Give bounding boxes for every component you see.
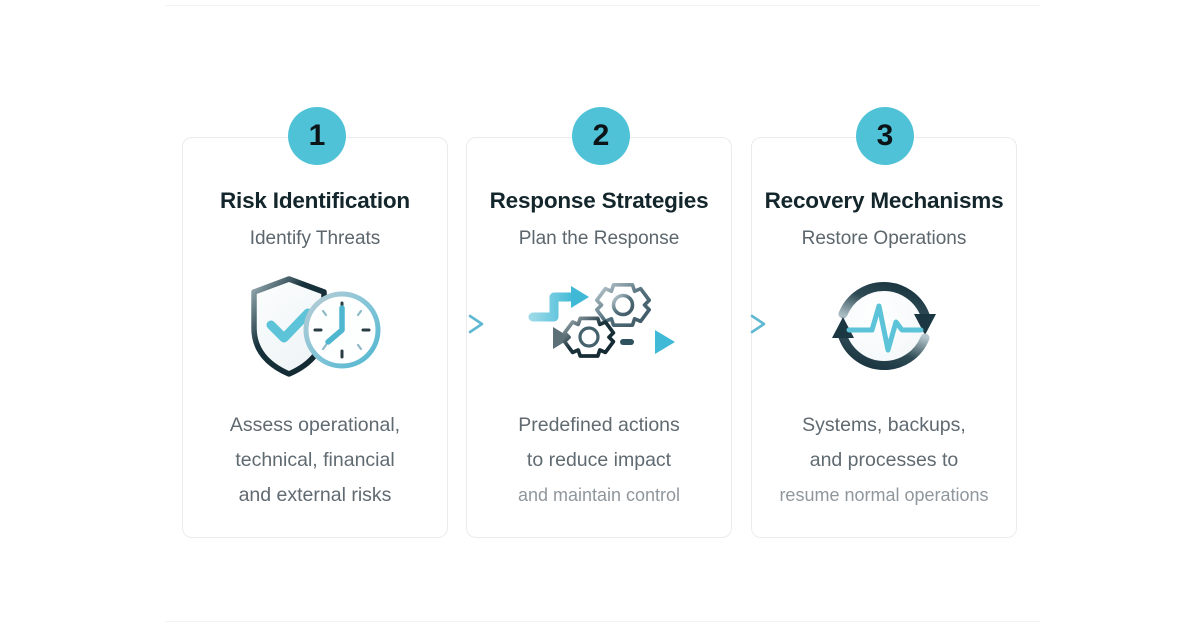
- refresh-pulse-icon: [809, 270, 959, 382]
- step-card-recovery-mechanisms[interactable]: Recovery Mechanisms Restore Operations: [751, 137, 1017, 538]
- step-number-badge-1: 1: [288, 107, 346, 165]
- description-line: Assess operational,: [229, 413, 401, 436]
- description-line: and external risks: [238, 483, 392, 506]
- arrow-right-icon: [722, 310, 768, 338]
- arrow-right-icon: [440, 310, 486, 338]
- step-card-risk-identification[interactable]: Risk Identification Identify Threats: [182, 137, 448, 538]
- description-line: Systems, backups,: [802, 413, 966, 436]
- step-number-badge-3: 3: [856, 107, 914, 165]
- step-description: Assess operational, technical, financial…: [183, 408, 447, 513]
- step-subtitle: Identify Threats: [249, 227, 381, 249]
- bottom-divider: [165, 621, 1040, 622]
- description-line: technical, financial: [235, 448, 395, 471]
- step-title: Risk Identification: [220, 188, 410, 213]
- step-description: Systems, backups, and processes to resum…: [752, 408, 1016, 513]
- step-title: Recovery Mechanisms: [764, 188, 1004, 213]
- step-subtitle: Plan the Response: [518, 227, 680, 249]
- shield-check-clock-icon: [240, 270, 390, 382]
- step-card-response-strategies[interactable]: Response Strategies Plan the Response: [466, 137, 732, 538]
- step-description: Predefined actions to reduce impact and …: [467, 408, 731, 513]
- step-title: Response Strategies: [489, 188, 709, 213]
- description-line: and processes to: [809, 448, 959, 471]
- step-number-badge-2: 2: [572, 107, 630, 165]
- description-line: resume normal operations: [779, 484, 989, 505]
- top-divider: [165, 5, 1040, 6]
- description-line: to reduce impact: [526, 448, 672, 471]
- step-subtitle: Restore Operations: [801, 227, 967, 249]
- arrows-gears-icon: [519, 270, 679, 382]
- description-line: and maintain control: [517, 484, 681, 505]
- description-line: Predefined actions: [518, 413, 680, 436]
